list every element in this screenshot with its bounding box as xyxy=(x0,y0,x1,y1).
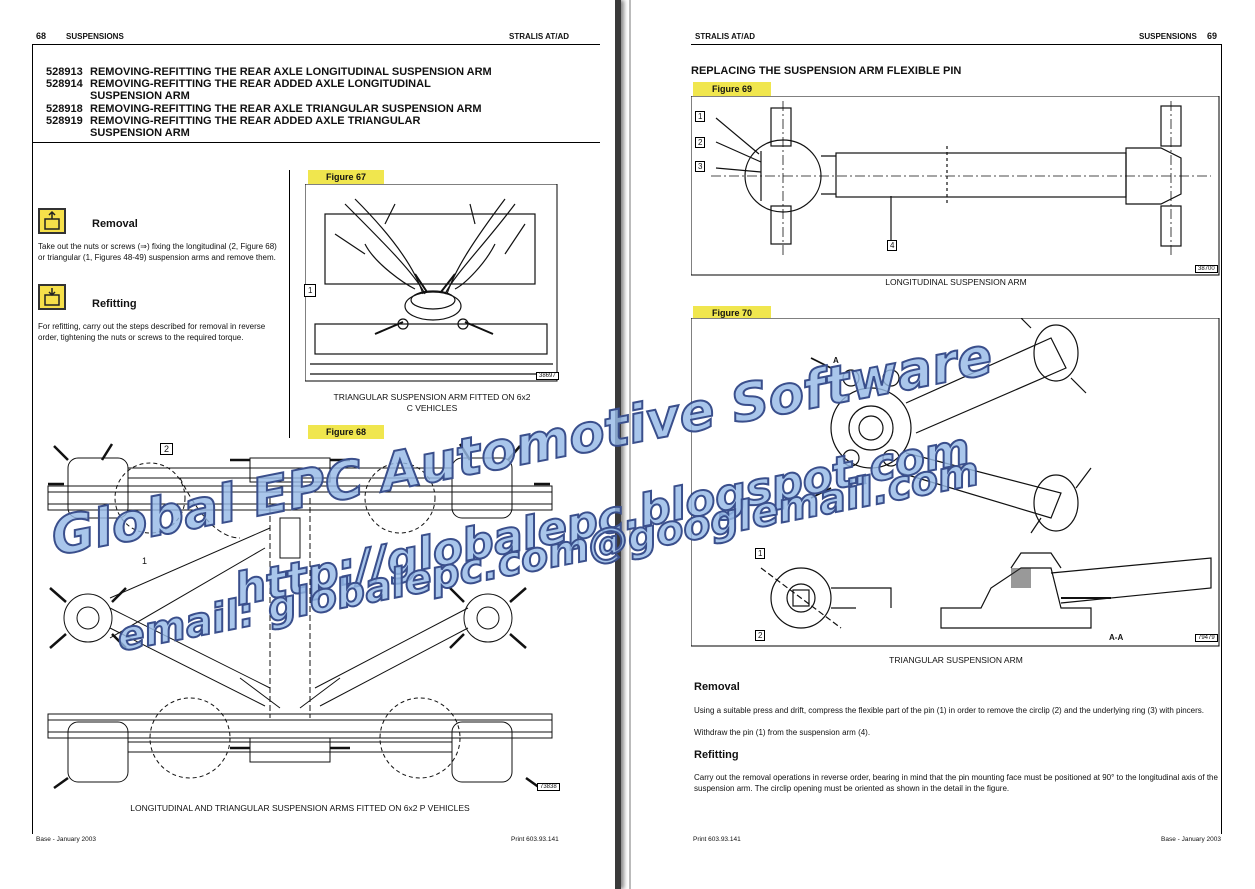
refitting-text: Carry out the removal operations in reve… xyxy=(694,773,1218,793)
figure-69-callout-3: 3 xyxy=(695,161,706,172)
removal-text: Take out the nuts or screws (⇒) fixing t… xyxy=(38,242,277,262)
figure-67-code: 38697 xyxy=(536,372,559,380)
removal-text: Using a suitable press and drift, compre… xyxy=(694,706,1205,715)
title-text: REMOVING-REFITTING THE REAR AXLE LONGITU… xyxy=(90,66,492,78)
figure-70-caption: TRIANGULAR SUSPENSION ARM xyxy=(889,655,1023,665)
figure-69-code: 38700 xyxy=(1195,265,1218,273)
left-page: 68 SUSPENSIONS STRALIS AT/AD 528913 REMO… xyxy=(0,0,621,889)
figure-67-caption: TRIANGULAR SUSPENSION ARM FITTED ON 6x2 … xyxy=(333,392,531,413)
figure-68-callout-2: 2 xyxy=(160,443,174,455)
section-mark-a: A xyxy=(859,477,869,486)
header-rule xyxy=(691,44,1221,45)
figure-70-callout-2: 2 xyxy=(755,630,766,641)
section-mark-a: A xyxy=(831,356,841,365)
model-name: STRALIS AT/AD xyxy=(695,32,755,41)
title-rule xyxy=(32,142,600,143)
footer-left: Print 603.93.141 xyxy=(693,836,741,843)
figure-70-drawing xyxy=(691,318,1220,647)
figure-69-callout-2: 2 xyxy=(695,137,706,148)
figure-67-drawing xyxy=(305,184,558,382)
figure-67-callout: 1 xyxy=(304,284,317,297)
column-rule xyxy=(289,170,290,438)
refitting-heading: Refitting xyxy=(92,298,137,310)
model-name: STRALIS AT/AD xyxy=(509,32,569,41)
title-code: 528913 xyxy=(46,66,83,78)
refitting-icon xyxy=(38,284,66,310)
removal-text-2: Withdraw the pin (1) from the suspension… xyxy=(694,728,871,737)
margin-rule xyxy=(32,44,33,834)
refitting-text: For refitting, carry out the steps descr… xyxy=(38,322,266,342)
refitting-heading: Refitting xyxy=(694,749,739,761)
page-title: REPLACING THE SUSPENSION ARM FLEXIBLE PI… xyxy=(691,65,962,77)
figure-68-callout-1: 1 xyxy=(139,556,151,566)
title-text: REMOVING-REFITTING THE REAR ADDED AXLE T… xyxy=(90,115,421,139)
header-rule xyxy=(32,44,600,45)
footer-right: Base - January 2003 xyxy=(1161,836,1221,843)
figure-70-label: Figure 70 xyxy=(693,306,771,320)
section-label-aa: A-A xyxy=(1107,633,1126,642)
removal-icon xyxy=(38,208,66,234)
page-number: 69 xyxy=(1207,31,1218,41)
section-name: SUSPENSIONS xyxy=(66,32,124,41)
figure-68-drawing xyxy=(47,443,553,790)
title-text: REMOVING-REFITTING THE REAR ADDED AXLE L… xyxy=(90,78,431,102)
footer-left: Base - January 2003 xyxy=(36,836,96,843)
title-code: 528919 xyxy=(46,115,83,127)
figure-69-callout-4: 4 xyxy=(887,240,898,251)
title-code: 528918 xyxy=(46,103,83,115)
figure-67-label: Figure 67 xyxy=(308,170,384,184)
figure-68-label: Figure 68 xyxy=(308,425,384,439)
footer-right: Print 603.93.141 xyxy=(511,836,559,843)
title-code: 528914 xyxy=(46,78,83,90)
margin-rule xyxy=(1221,44,1222,834)
figure-69-drawing xyxy=(691,96,1220,276)
right-page: STRALIS AT/AD SUSPENSIONS 69 REPLACING T… xyxy=(629,0,1255,889)
title-text: REMOVING-REFITTING THE REAR AXLE TRIANGU… xyxy=(90,103,482,115)
figure-69-callout-1: 1 xyxy=(695,111,706,122)
removal-heading: Removal xyxy=(92,218,138,230)
figure-70-callout-1: 1 xyxy=(755,548,766,559)
section-name: SUSPENSIONS xyxy=(1139,32,1197,41)
removal-heading: Removal xyxy=(694,681,740,693)
figure-70-code: 79479 xyxy=(1195,634,1218,642)
figure-69-caption: LONGITUDINAL SUSPENSION ARM xyxy=(885,277,1027,287)
figure-68-caption: LONGITUDINAL AND TRIANGULAR SUSPENSION A… xyxy=(130,803,470,813)
page-number: 68 xyxy=(36,31,47,41)
figure-69-label: Figure 69 xyxy=(693,82,771,96)
figure-68-code: 73838 xyxy=(537,783,560,791)
